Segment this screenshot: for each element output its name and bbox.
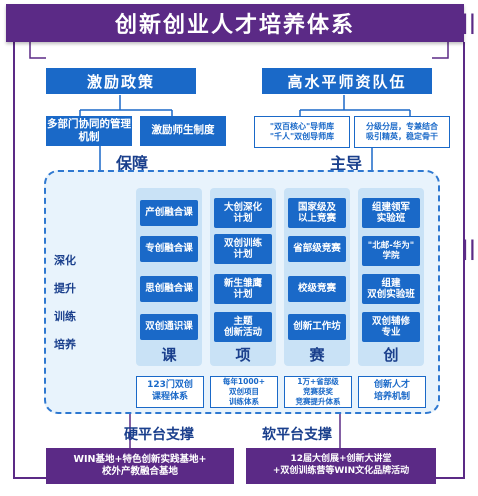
side-text-deepen: 深化 — [54, 254, 76, 267]
soft-platform-label: 软平台支撑 — [262, 427, 332, 443]
venture-item: 组建领军 实验班 — [362, 198, 420, 228]
venture-item: 双创辅修 专业 — [362, 312, 420, 342]
hard-platform-label: 硬平台支撑 — [124, 427, 194, 443]
guarantee-label: 保障 — [116, 154, 149, 173]
hard-platform-box: WIN基地+特色创新实践基地+ 校外产教融合基地 — [46, 448, 234, 484]
contest-item: 国家级及 以上竞赛 — [288, 198, 346, 228]
title-bar: 创新创业人才培养体系 — [6, 4, 464, 42]
course-summary: 123门双创 课程体系 — [136, 376, 204, 408]
contest-item: 校级竞赛 — [288, 276, 346, 302]
project-item: 大创深化 计划 — [214, 198, 272, 228]
title-side-mark: || — [461, 10, 476, 34]
project-item: 新生雏鹰 计划 — [214, 274, 272, 304]
staffing-principle-box: 分级分层，专兼结合 吸引精英，稳定骨干 — [354, 116, 450, 148]
policy-header: 激励政策 — [46, 68, 196, 94]
faculty-header: 高水平师资队伍 — [262, 68, 432, 94]
venture-summary: 创新人才 培养机制 — [358, 376, 426, 408]
project-column-label: 项 — [235, 346, 251, 364]
incentive-system-box: 激励师生制度 — [140, 116, 226, 146]
course-column-label: 课 — [161, 346, 177, 364]
project-item: 主题 创新活动 — [214, 312, 272, 342]
contest-column-label: 赛 — [309, 346, 325, 364]
side-text-cultivate: 培养 — [54, 338, 76, 351]
project-summary: 每年1000+ 双创项目 训练体系 — [210, 376, 278, 408]
contest-item: 创新工作坊 — [288, 314, 346, 340]
venture-column-label: 创 — [383, 346, 399, 364]
venture-item: "北邮-华为" 学院 — [362, 236, 420, 266]
side-text-improve: 提升 — [54, 282, 76, 295]
project-item: 双创训练 计划 — [214, 234, 272, 264]
lead-label: 主导 — [330, 154, 363, 173]
course-item: 专创融合课 — [140, 236, 198, 262]
contest-summary: 1万+省部级 竞赛获奖 竞赛提升体系 — [284, 376, 352, 408]
course-item: 双创通识课 — [140, 314, 198, 340]
contest-item: 省部级竞赛 — [288, 236, 346, 262]
course-item: 产创融合课 — [140, 200, 198, 226]
mentor-pool-box: "双百核心"导师库 "千人"双创导师库 — [254, 116, 350, 148]
side-text-train: 训练 — [54, 310, 76, 323]
management-mechanism-box: 多部门协同的管理机制 — [46, 116, 132, 146]
venture-item: 组建 双创实验班 — [362, 274, 420, 304]
middle-side-mark: || — [461, 236, 476, 260]
course-item: 思创融合课 — [140, 276, 198, 302]
soft-platform-box: 12届大创展+创新大讲堂 +双创训练营等WIN文化品牌活动 — [246, 448, 436, 484]
